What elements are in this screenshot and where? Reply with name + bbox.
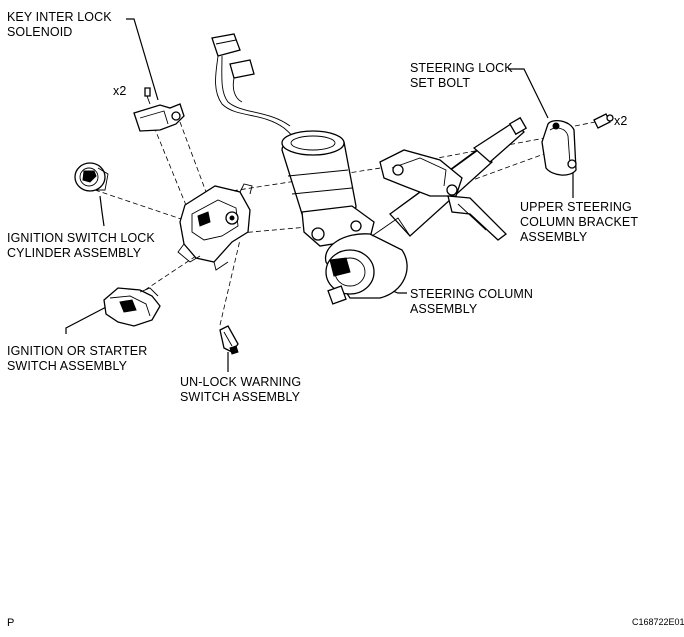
wiring-harness (211, 33, 301, 151)
page-letter: P (7, 617, 15, 629)
label-ignition-switch-lock-cylinder: IGNITION SWITCH LOCK CYLINDER ASSEMBLY (7, 231, 155, 260)
label-upper-steering-column-bracket: UPPER STEERING COLUMN BRACKET ASSEMBLY (520, 200, 639, 244)
lock-housing (177, 183, 253, 271)
unlock-warning-switch (219, 325, 239, 355)
upper-bracket (541, 119, 577, 176)
leader-lines (65, 18, 574, 372)
label-steering-lock-set-bolt: STEERING LOCK SET BOLT (410, 61, 513, 90)
qty-solenoid-screws: x2 (113, 84, 127, 98)
label-ignition-starter-switch: IGNITION OR STARTER SWITCH ASSEMBLY (7, 344, 148, 373)
label-unlock-warning-switch: UN-LOCK WARNING SWITCH ASSEMBLY (180, 375, 302, 404)
steering-column (324, 116, 528, 305)
ignition-starter-switch (103, 287, 161, 327)
motor-unit (281, 130, 375, 247)
qty-lock-bolts: x2 (614, 114, 628, 128)
ignition-lock-cylinder (74, 162, 109, 192)
key-inter-lock-solenoid (133, 87, 185, 132)
label-key-inter-lock-solenoid: KEY INTER LOCK SOLENOID (7, 10, 112, 39)
label-steering-column-assembly: STEERING COLUMN ASSEMBLY (410, 287, 534, 316)
steering-lock-bolts (593, 113, 614, 129)
figure-code: C168722E01 (632, 617, 684, 627)
